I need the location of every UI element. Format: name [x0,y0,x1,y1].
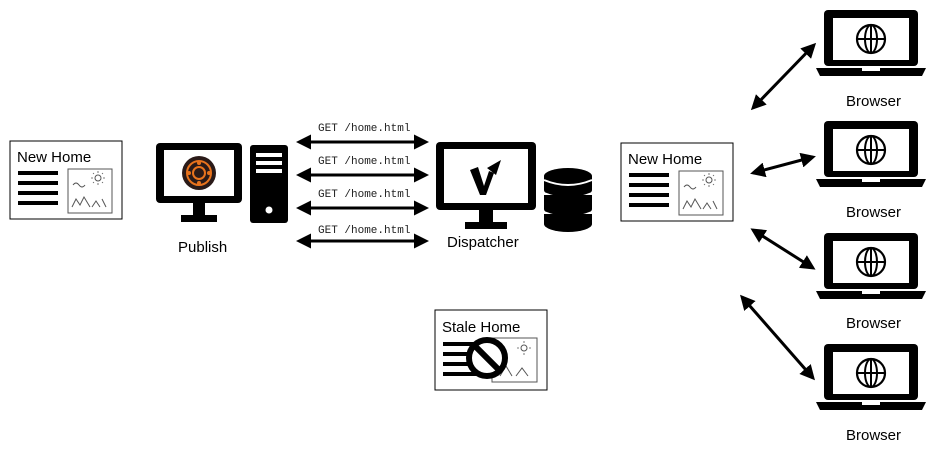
cache-database-icon [543,168,593,232]
request-label: GET /home.html [318,189,410,201]
publish-monitor-icon [156,143,242,222]
browser-arrow [750,228,816,270]
browser-label: Browser [846,204,901,221]
request-arrow: GET /home.html [296,123,429,150]
dispatcher-label: Dispatcher [447,234,519,251]
dispatcher-monitor-icon [436,142,536,229]
stale-page-title: Stale Home [442,319,520,336]
dispatcher: Dispatcher [436,142,593,251]
browser: Browser [814,119,928,221]
browser: Browser [814,231,928,332]
browser-arrows [740,42,817,381]
left-page-title: New Home [17,149,91,166]
laptop-globe-icon [814,342,928,412]
browser: Browser [814,8,928,110]
laptop-globe-icon [814,231,928,301]
no-entry-icon [466,337,508,379]
browser-label: Browser [846,93,901,110]
browser-label: Browser [846,315,901,332]
request-arrow: GET /home.html [296,225,429,249]
request-label: GET /home.html [318,156,410,168]
stale-page-card: Stale Home [434,309,548,391]
browser-arrow [750,42,817,111]
browser: Browser [814,342,928,444]
cached-page-title: New Home [628,151,702,168]
request-arrow: GET /home.html [296,156,429,183]
request-arrows: GET /home.html GET /home.html GET /home.… [296,123,429,249]
request-arrow: GET /home.html [296,189,429,216]
browser-arrow [750,152,816,178]
browser-label: Browser [846,427,901,444]
request-label: GET /home.html [318,123,410,135]
request-label: GET /home.html [318,225,410,237]
server-tower-icon [250,145,288,223]
cached-page-card: New Home [620,142,734,222]
laptop-globe-icon [814,8,928,78]
publish-server: Publish [156,143,288,256]
left-page-card: New Home [9,140,123,220]
browser-arrow [740,294,815,381]
publish-label: Publish [178,239,227,256]
laptop-globe-icon [814,119,928,189]
